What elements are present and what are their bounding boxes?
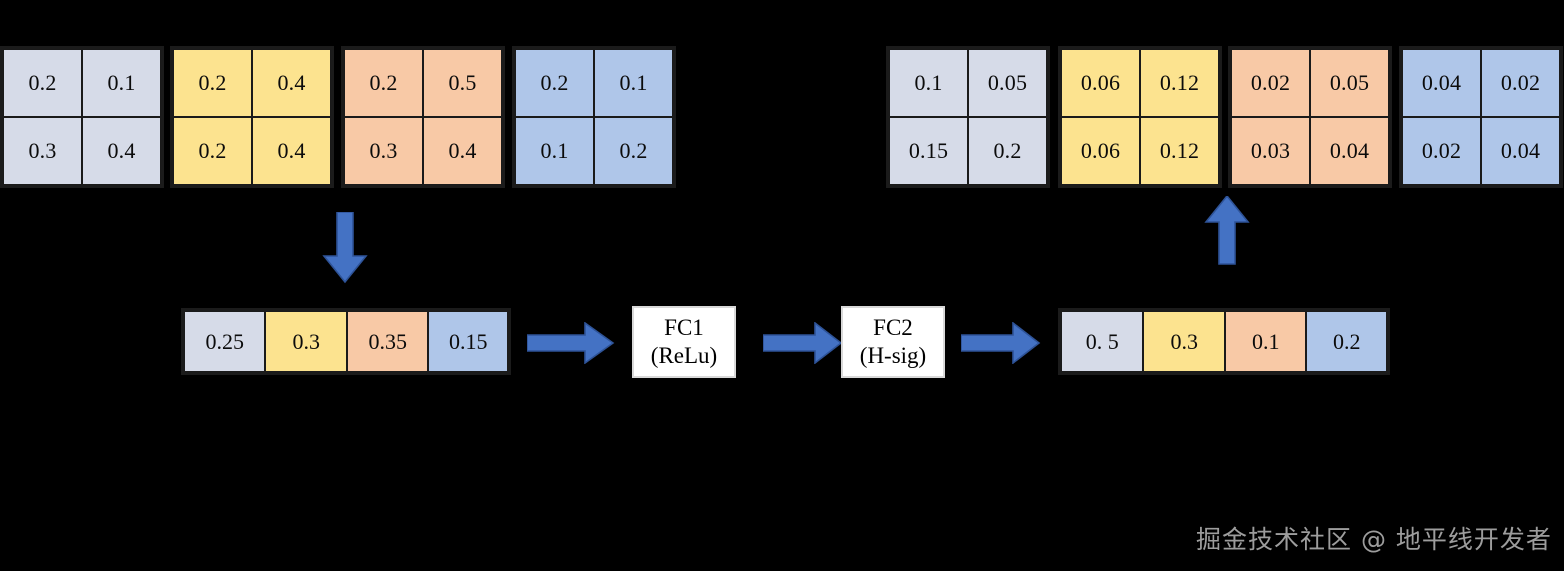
squeeze-down-arrow-icon	[322, 212, 368, 284]
vector-cell: 0.15	[428, 311, 508, 372]
cell: 0.4	[252, 49, 331, 117]
cell: 0.2	[344, 49, 423, 117]
fc1-subtitle: (ReLu)	[650, 343, 718, 368]
cell: 0.02	[1402, 117, 1481, 185]
cell: 0.03	[1231, 117, 1310, 185]
cell: 0.12	[1140, 117, 1219, 185]
cell: 0.2	[515, 49, 594, 117]
watermark-text: 掘金技术社区 @ 地平线开发者	[1196, 525, 1552, 554]
vector-cell: 0.3	[265, 311, 347, 372]
input-feature-map-channel-3: 0.2 0.5 0.3 0.4	[341, 46, 505, 188]
excite-up-arrow-icon	[1204, 196, 1250, 266]
cell: 0.4	[252, 117, 331, 185]
output-feature-map-channel-3: 0.02 0.05 0.03 0.04	[1228, 46, 1392, 188]
fc1-title: FC1	[664, 314, 704, 340]
cell: 0.1	[889, 49, 968, 117]
cell: 0.2	[594, 117, 673, 185]
cell: 0.04	[1481, 117, 1560, 185]
cell: 0.4	[82, 117, 161, 185]
cell: 0.02	[1481, 49, 1560, 117]
flow-right-arrow-icon-3	[961, 322, 1041, 364]
fc2-subtitle: (H-sig)	[859, 343, 927, 368]
cell: 0.3	[3, 117, 82, 185]
fc1-block: FC1 (ReLu)	[632, 306, 736, 378]
vector-cell: 0.1	[1224, 311, 1307, 372]
cell: 0.4	[423, 117, 502, 185]
output-feature-map-channel-1: 0.1 0.05 0.15 0.2	[886, 46, 1050, 188]
cell: 0.15	[889, 117, 968, 185]
flow-right-arrow-icon-1	[527, 322, 615, 364]
cell: 0.05	[968, 49, 1047, 117]
cell: 0.04	[1402, 49, 1481, 117]
cell: 0.2	[173, 117, 252, 185]
cell: 0.5	[423, 49, 502, 117]
flow-right-arrow-icon-2	[763, 322, 843, 364]
cell: 0.2	[173, 49, 252, 117]
vector-cell: 0.3	[1143, 311, 1225, 372]
vector-cell: 0.35	[346, 311, 429, 372]
cell: 0.1	[515, 117, 594, 185]
global-pooled-vector: 0.25 0.3 0.35 0.15	[181, 308, 511, 375]
output-feature-map-channel-4: 0.04 0.02 0.02 0.04	[1399, 46, 1563, 188]
vector-cell: 0. 5	[1061, 311, 1144, 372]
input-feature-map-channel-1: 0.2 0.1 0.3 0.4	[0, 46, 164, 188]
vector-cell: 0.25	[184, 311, 266, 372]
cell: 0.06	[1061, 117, 1140, 185]
cell: 0.12	[1140, 49, 1219, 117]
cell: 0.04	[1310, 117, 1389, 185]
cell: 0.2	[968, 117, 1047, 185]
input-feature-map-channel-2: 0.2 0.4 0.2 0.4	[170, 46, 334, 188]
cell: 0.2	[3, 49, 82, 117]
fc2-title: FC2	[873, 314, 913, 340]
output-feature-map-channel-2: 0.06 0.12 0.06 0.12	[1058, 46, 1222, 188]
cell: 0.06	[1061, 49, 1140, 117]
vector-cell: 0.2	[1306, 311, 1387, 372]
input-feature-map-channel-4: 0.2 0.1 0.1 0.2	[512, 46, 676, 188]
cell: 0.02	[1231, 49, 1310, 117]
channel-scale-vector: 0. 5 0.3 0.1 0.2	[1058, 308, 1390, 375]
cell: 0.3	[344, 117, 423, 185]
fc2-block: FC2 (H-sig)	[841, 306, 945, 378]
cell: 0.1	[594, 49, 673, 117]
cell: 0.1	[82, 49, 161, 117]
cell: 0.05	[1310, 49, 1389, 117]
